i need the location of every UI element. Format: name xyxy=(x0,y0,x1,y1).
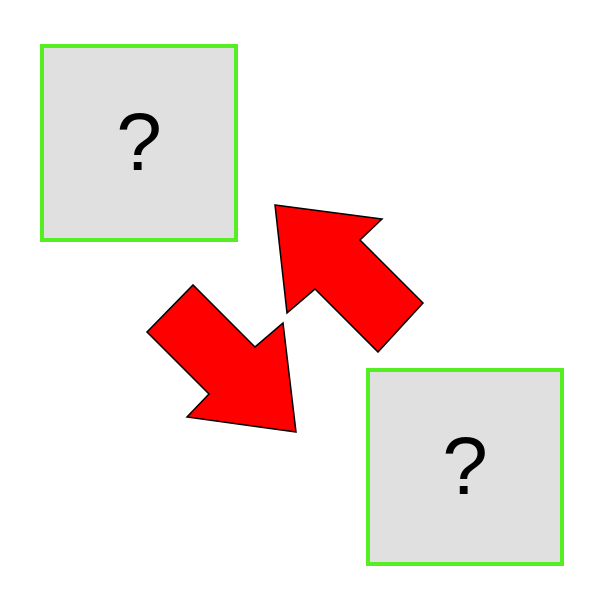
question-mark-label: ? xyxy=(442,421,488,512)
question-mark-label: ? xyxy=(116,97,162,188)
arrow-up-left-icon xyxy=(274,204,425,354)
arrow-down-right-icon xyxy=(145,283,297,433)
unknown-card-bottom[interactable]: ? xyxy=(366,368,564,566)
unknown-card-top[interactable]: ? xyxy=(40,44,238,242)
